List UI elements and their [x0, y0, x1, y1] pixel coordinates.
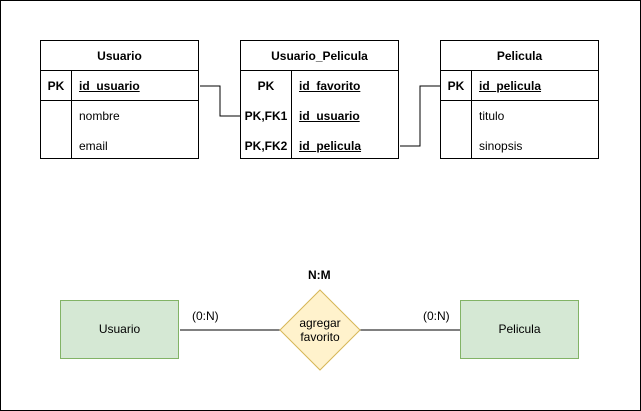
column-divider — [291, 71, 292, 158]
table-usuario[interactable]: Usuario PK id_usuario nombre email — [40, 40, 199, 159]
entity-usuario[interactable]: Usuario — [60, 300, 179, 359]
key-field-name: id_favorito — [299, 79, 361, 93]
table-pelicula[interactable]: Pelicula PK id_pelicula titulo sinopsis — [440, 40, 599, 159]
table-usuario-pelicula-title: Usuario_Pelicula — [241, 41, 398, 71]
column-divider — [71, 71, 72, 158]
entity-pelicula[interactable]: Pelicula — [460, 300, 579, 359]
relationship-diamond — [279, 289, 361, 371]
pk-key-label: PK — [47, 79, 65, 93]
key-label: PK,FK1 — [244, 109, 288, 123]
pk-field-name: id_usuario — [79, 79, 140, 93]
attr-field-name: titulo — [479, 109, 505, 123]
key-field-name: id_pelicula — [299, 139, 362, 153]
relationship-label-line1: agregar — [299, 316, 341, 330]
cardinality-label: N:M — [308, 268, 331, 282]
key-field-name: id_usuario — [299, 109, 360, 123]
table-usuario-pk-row: PK id_usuario — [41, 71, 198, 101]
relationship-label[interactable]: agregar favorito — [280, 316, 360, 344]
column-divider — [471, 71, 472, 158]
table-pelicula-title: Pelicula — [441, 41, 598, 71]
pk-key-label: PK — [447, 79, 465, 93]
attr-field-name: email — [79, 139, 108, 153]
pk-field-name: id_pelicula — [479, 79, 542, 93]
right-multiplicity: (0:N) — [423, 309, 450, 323]
junction-to-pelicula-connector — [400, 85, 440, 147]
key-label: PK,FK2 — [244, 139, 288, 153]
key-label: PK — [257, 79, 275, 93]
table-pelicula-pk-row: PK id_pelicula — [441, 71, 598, 101]
usuario-to-junction-connector — [200, 85, 240, 117]
table-usuario-pelicula[interactable]: Usuario_Pelicula PK id_favorito PK,FK1 i… — [240, 40, 399, 159]
relationship-label-line2: favorito — [300, 330, 340, 344]
table-usuario-title: Usuario — [41, 41, 198, 71]
attr-field-name: sinopsis — [479, 139, 523, 153]
attr-field-name: nombre — [79, 109, 120, 123]
left-multiplicity: (0:N) — [192, 309, 219, 323]
